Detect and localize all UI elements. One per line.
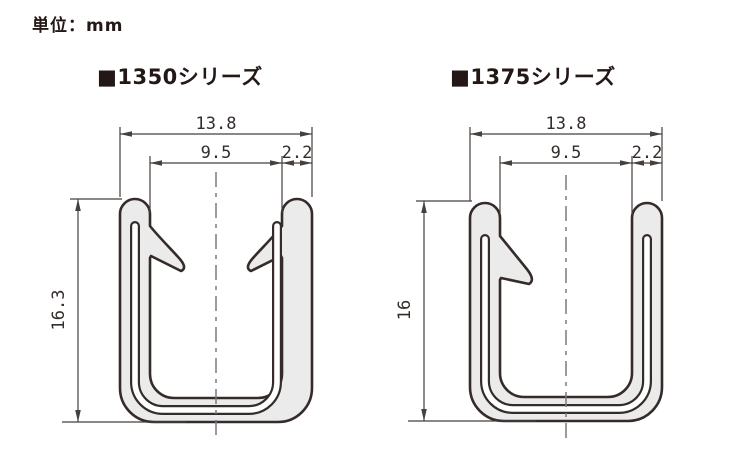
dim-label-total-width-1375: 13.8 bbox=[546, 114, 587, 134]
dim-label-inner-width-1350: 9.5 bbox=[201, 143, 232, 163]
metal-core-slot-1375 bbox=[482, 236, 650, 412]
series-title-1350: ■1350シリーズ bbox=[97, 65, 263, 89]
dim-height-1375 bbox=[408, 200, 536, 422]
dim-label-inner-width-1375: 9.5 bbox=[551, 143, 582, 163]
diagram-1375: 13.8 9.5 2.2 16 bbox=[395, 114, 664, 438]
dim-inner-width-1375 bbox=[499, 156, 662, 215]
dim-label-total-width-1350: 13.8 bbox=[196, 114, 237, 134]
dim-label-height-1375: 16 bbox=[395, 300, 415, 320]
dim-label-height-1350: 16.3 bbox=[49, 290, 69, 331]
dim-label-leg-thickness-1350: 2.2 bbox=[282, 143, 313, 163]
dim-label-leg-thickness-1375: 2.2 bbox=[632, 143, 663, 163]
metal-core-slot-1350 bbox=[132, 223, 280, 413]
dim-total-width-1375 bbox=[469, 127, 663, 201]
dim-total-width-1350 bbox=[119, 127, 313, 197]
unit-label: 単位：mm bbox=[32, 16, 124, 36]
series-title-1375: ■1375シリーズ bbox=[450, 65, 616, 89]
dim-inner-width-1350 bbox=[149, 156, 312, 213]
dim-height-1350 bbox=[62, 198, 186, 423]
diagram-1350: 13.8 9.5 2.2 16.3 bbox=[49, 114, 314, 440]
